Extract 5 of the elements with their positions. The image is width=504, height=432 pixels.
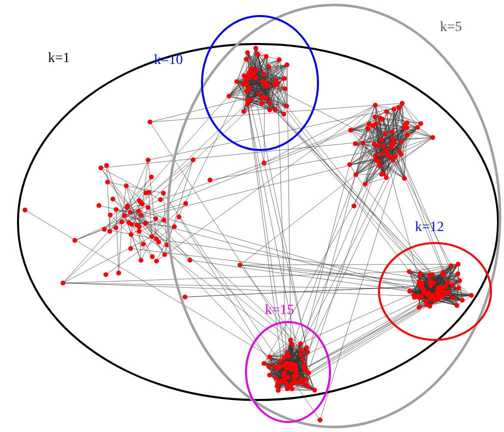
- cluster-label: k=12: [415, 221, 444, 235]
- cluster-label: k=1: [48, 52, 70, 66]
- cluster-label: k=15: [265, 304, 294, 318]
- cluster-label: k=5: [440, 21, 462, 35]
- cluster-label: k=10: [154, 54, 183, 68]
